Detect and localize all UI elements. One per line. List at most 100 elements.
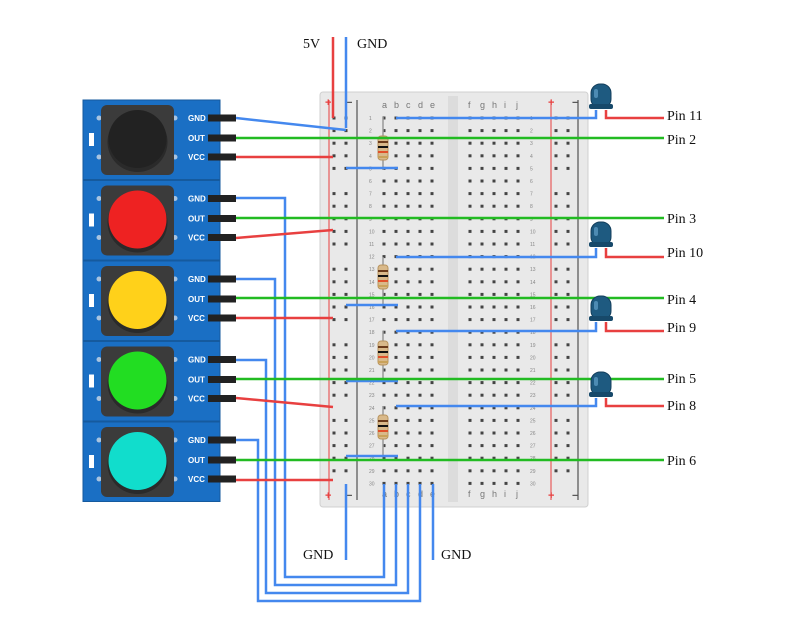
header-pin [208,436,236,444]
pin-label-out: OUT [188,134,205,143]
row-number: 18 [530,330,536,336]
row-number: 8 [369,204,372,210]
pin-label-vcc: VCC [188,475,205,484]
column-label-f: f [468,100,471,110]
row-number: 19 [530,343,536,349]
header-pin [208,215,236,222]
row-number: 20 [369,355,375,361]
led-2 [589,221,613,247]
row-number: 2 [369,129,372,135]
button-modules: GNDOUTVCCGNDOUTVCCGNDOUTVCCGNDOUTVCCGNDO… [82,99,236,502]
row-number: 16 [530,305,536,311]
row-number: 10 [369,229,375,235]
row-number: 4 [530,154,533,160]
column-label-d: d [418,100,423,110]
pin-label-vcc: VCC [188,395,205,404]
pin-label-gnd: GND [188,114,206,123]
wire-led4-red [604,398,664,408]
pin-label-gnd: GND [188,356,206,365]
header-pin [208,134,236,142]
row-number: 5 [369,166,372,172]
row-number: 9 [530,217,533,223]
breadboard-holes [332,116,570,485]
resistor-4 [377,406,389,455]
wire-led3-blue [396,322,598,333]
button-cap[interactable] [108,271,167,329]
rail-plus-label-tr: + [548,97,554,109]
label-out-pin-2: Pin 2 [667,133,696,148]
label-gnd-bottom-right: GND [441,548,471,563]
button-cap[interactable] [108,110,167,168]
row-number: 25 [530,418,536,424]
row-number: 18 [369,330,375,336]
row-number: 27 [530,444,536,450]
header-pin [208,456,236,464]
wire-led3-red [604,322,664,333]
wire-led4-blue [396,398,598,408]
row-number: 15 [530,292,536,298]
column-label-i: i [504,489,506,499]
row-number: 23 [530,393,536,399]
wire-m5-gnd [236,438,422,603]
wire-m3-gnd [236,277,398,587]
row-number: 13 [369,267,375,273]
row-number: 14 [530,280,536,286]
wire-m2-vcc [235,228,334,240]
row-number: 30 [530,481,536,487]
row-number: 13 [530,267,536,273]
row-number: 8 [530,204,533,210]
header-pin [208,295,236,303]
row-number: 22 [369,381,375,387]
header-pin [208,376,236,383]
row-number: 5 [530,166,533,172]
button-cap[interactable] [108,190,167,249]
wire-led2-red [604,248,664,259]
row-number: 21 [369,368,375,374]
header-pin [208,153,236,161]
pin-label-out: OUT [188,456,205,465]
row-number: 10 [530,229,536,235]
row-number: 11 [530,242,535,248]
led-4 [589,371,613,397]
label-led-pin-10: Pin 10 [667,246,703,261]
row-number: 17 [530,318,536,324]
row-number: 19 [369,343,375,349]
wire-led1-red [604,110,664,120]
header-pin [208,356,236,363]
rail-plus-label-bl: + [325,490,331,502]
pin-label-out: OUT [188,376,205,385]
button-cap[interactable] [108,351,167,410]
resistor-1 [377,117,389,170]
label-out-pin-6: Pin 6 [667,454,696,469]
row-number: 15 [369,292,375,298]
label-out-pin-5: Pin 5 [667,372,696,387]
label-led-pin-11: Pin 11 [667,109,703,124]
row-number: 16 [369,305,375,311]
row-number: 23 [369,393,375,399]
column-label-h: h [492,489,497,499]
header-pin [208,395,236,402]
label-led-pin-8: Pin 8 [667,399,696,414]
row-number: 7 [369,192,372,198]
pin-label-vcc: VCC [188,314,205,323]
button-cap[interactable] [108,432,167,490]
label-out-pin-3: Pin 3 [667,212,696,227]
column-label-a: a [382,100,387,110]
wire-led1-blue [396,110,598,120]
row-number: 26 [369,431,375,437]
row-number: 9 [369,217,372,223]
row-number: 21 [530,368,536,374]
resistor-3 [377,331,389,381]
row-number: 29 [369,469,375,475]
column-label-g: g [480,100,485,110]
header-pin [208,234,236,241]
pin-label-gnd: GND [188,275,206,284]
wires [235,37,664,603]
leds [589,83,613,397]
column-label-j: j [515,100,518,110]
row-number: 24 [530,406,536,412]
